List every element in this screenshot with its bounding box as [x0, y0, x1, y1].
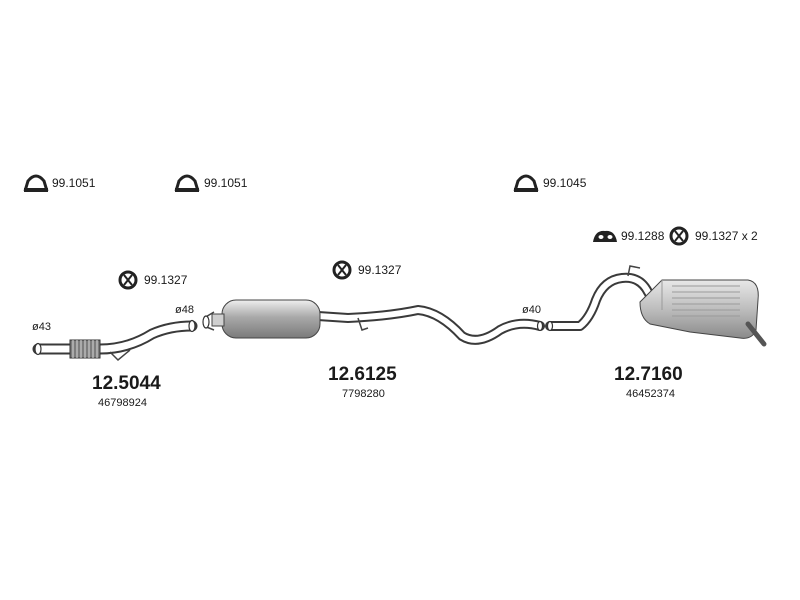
rear-silencer-drawing — [545, 265, 767, 347]
clamp-icon — [174, 174, 200, 192]
rubber-ring-icon — [118, 270, 138, 290]
clamp-icon — [23, 174, 49, 192]
rubber-ring-icon — [669, 226, 689, 246]
diameter-label: ø40 — [522, 304, 541, 316]
part-number: 12.6125 — [328, 364, 397, 385]
oem-number: 7798280 — [342, 388, 385, 400]
rubber-hanger-icon — [593, 230, 617, 242]
front-pipe-drawing — [32, 319, 198, 362]
part-number: 12.5044 — [92, 373, 161, 394]
accessory-ring-label: 99.1327 — [144, 273, 188, 287]
accessory-clamp-label: 99.1051 — [52, 176, 96, 190]
accessory-ring-label: 99.1327 x 2 — [695, 229, 758, 243]
accessory-clamp-label: 99.1045 — [543, 176, 587, 190]
oem-number: 46452374 — [626, 388, 675, 400]
accessory-hanger-label: 99.1288 — [621, 229, 665, 243]
accessory-ring-label: 99.1327 — [358, 263, 402, 277]
accessory-clamp-label: 99.1051 — [204, 176, 248, 190]
part-number: 12.7160 — [614, 364, 683, 385]
middle-silencer-drawing — [202, 299, 545, 345]
oem-number: 46798924 — [98, 397, 147, 409]
clamp-icon — [513, 174, 539, 192]
diameter-label: ø43 — [32, 321, 51, 333]
diameter-label: ø48 — [175, 304, 194, 316]
rubber-ring-icon — [332, 260, 352, 280]
